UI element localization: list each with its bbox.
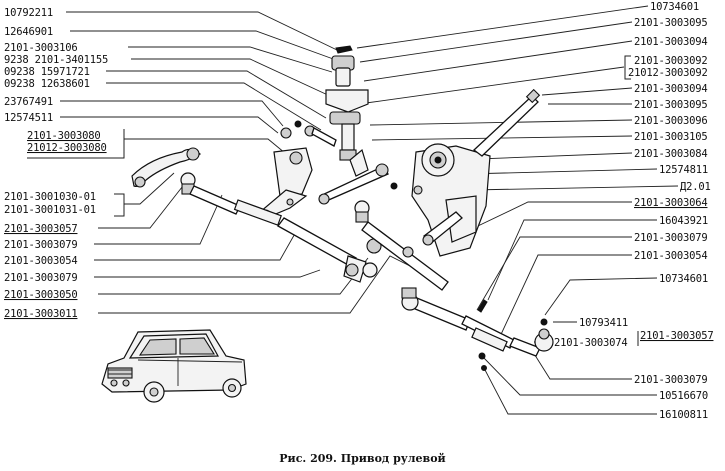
label-left-14: 2101-3003079: [4, 239, 77, 251]
label-left-6: 09238 12638601: [4, 78, 90, 90]
steering-arm: [422, 211, 463, 246]
label-right-23: 16100811: [659, 409, 708, 421]
label-right-14: 16043921: [659, 215, 708, 227]
label-right-7: 2101-3003095: [634, 99, 707, 111]
label-right-15: 2101-3003079: [634, 232, 707, 244]
label-right-16: 2101-3003054: [634, 250, 707, 262]
label-right-1: 10734601: [650, 1, 699, 13]
label-right-10: 2101-3003084: [634, 148, 707, 160]
label-left-17: 2101-3003050: [4, 289, 77, 301]
right-labels: 10734601 2101-3003095 2101-3003094 2101-…: [554, 1, 714, 421]
label-right-12: Д2.01: [680, 181, 711, 193]
label-right-11: 12574811: [659, 164, 708, 176]
label-left-16: 2101-3003079: [4, 272, 77, 284]
vehicle-illustration: [101, 329, 247, 403]
label-right-9: 2101-3003105: [634, 131, 707, 143]
steering-knuckle: [411, 88, 541, 257]
label-right-2: 2101-3003095: [634, 17, 707, 29]
label-right-5: 21012-3003092: [628, 67, 708, 79]
label-left-8: 12574511: [4, 112, 53, 124]
left-labels: 10792211 12646901 2101-3003106 9238 2101…: [4, 7, 108, 320]
right-tie-rod: [461, 299, 554, 371]
leader-lines: [60, 5, 679, 415]
left-tie-rod: [180, 172, 382, 283]
label-right-18: 10793411: [579, 317, 628, 329]
label-right-21: 2101-3003079: [634, 374, 707, 386]
label-left-12: 2101-3001031-01: [4, 204, 96, 216]
bolt-icon: [390, 182, 398, 190]
label-left-10: 21012-3003080: [27, 142, 107, 154]
label-right-17: 10734601: [659, 273, 708, 285]
label-right-3: 2101-3003094: [634, 36, 707, 48]
nut-icon: [294, 120, 302, 128]
label-left-18: 2101-3003011: [4, 308, 77, 320]
label-left-11: 2101-3001030-01: [4, 191, 96, 203]
center-arm: [318, 163, 389, 205]
label-left-15: 2101-3003054: [4, 255, 77, 267]
label-left-5: 09238 15971721: [4, 66, 90, 78]
label-left-7: 23767491: [4, 96, 53, 108]
swing-arm: [131, 147, 202, 188]
label-right-19: 2101-3003057: [640, 330, 713, 342]
label-left-3: 2101-3003106: [4, 42, 77, 54]
label-right-8: 2101-3003096: [634, 115, 707, 127]
steering-parts: [131, 45, 554, 371]
label-left-13: 2101-3003057: [4, 223, 77, 235]
label-left-1: 10792211: [4, 7, 53, 19]
pendulum-arm-assembly: [280, 45, 369, 177]
label-right-13: 2101-3003064: [634, 197, 707, 209]
figure-caption: Рис. 209. Привод рулевой: [279, 452, 446, 465]
label-right-22: 10516670: [659, 390, 708, 402]
label-left-9: 2101-3003080: [27, 130, 100, 142]
label-left-2: 12646901: [4, 26, 53, 38]
label-right-20: 2101-3003074: [554, 337, 627, 349]
center-tie-rod: [354, 200, 471, 331]
label-right-6: 2101-3003094: [634, 83, 707, 95]
idler-arm: [259, 147, 313, 219]
right-brackets: [624, 55, 639, 346]
label-right-4: 2101-3003092: [634, 55, 707, 67]
label-left-4: 9238 2101-3401155: [4, 54, 108, 66]
